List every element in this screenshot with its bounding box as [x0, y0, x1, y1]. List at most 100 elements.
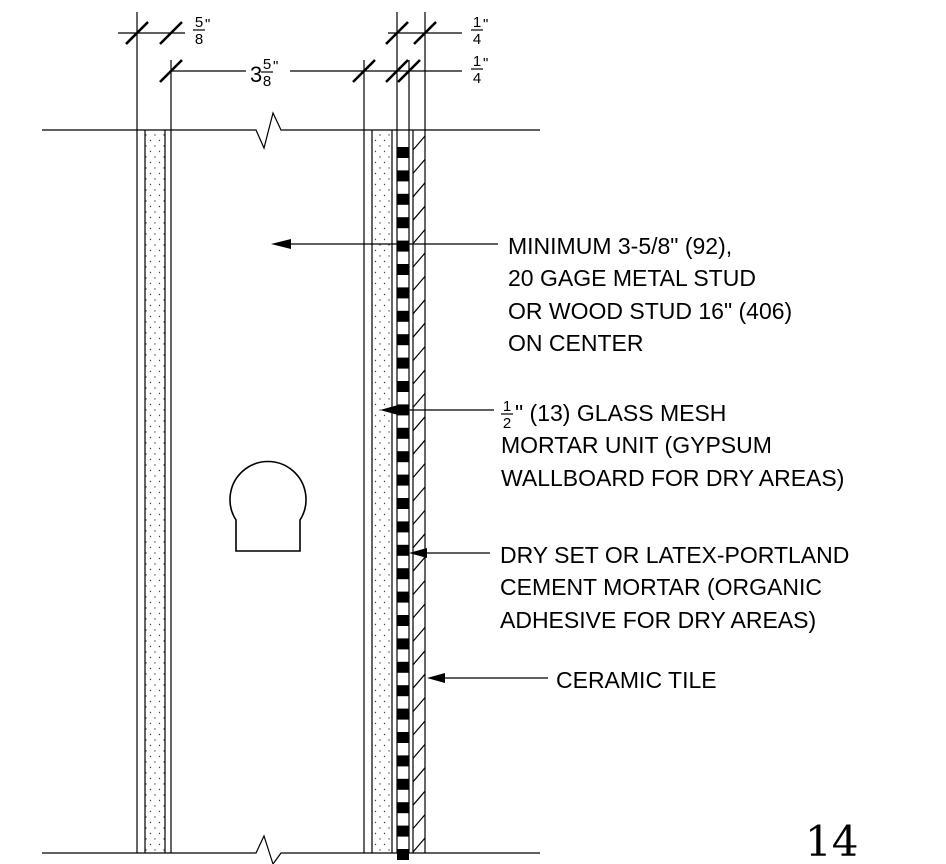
tile-hatch: [412, 182, 426, 198]
dimension-stud: 3 5 8 ": [159, 56, 378, 90]
tile-hatch: [412, 276, 426, 291]
mortar-block: [397, 591, 409, 603]
tile-hatch: [412, 486, 426, 502]
callout-mesh-line-2: MORTAR UNIT (GYPSUM: [501, 432, 772, 458]
dim-tr-lower-den: 4: [473, 70, 481, 87]
tile-hatch: [412, 463, 426, 478]
leader-mesh: [380, 405, 494, 415]
tile-hatch: [412, 369, 426, 385]
tile-hatch: [412, 673, 426, 689]
mortar-block: [397, 685, 409, 697]
mortar-block: [397, 170, 409, 182]
tile-hatch: [412, 299, 426, 315]
mortar-block: [397, 802, 409, 814]
callout-mesh-line-1: " (13) GLASS MESH: [515, 400, 726, 426]
dim-stud-unit: ": [273, 58, 278, 75]
mortar-block: [397, 755, 409, 767]
tile-hatch: [412, 650, 426, 666]
mortar-block: [397, 615, 409, 626]
tile-hatch: [412, 556, 426, 572]
tile-hatch: [412, 720, 426, 736]
tile-hatch: [412, 533, 426, 549]
callout-mortar: DRY SET OR LATEX-PORTLAND CEMENT MORTAR …: [500, 542, 849, 633]
mortar-block: [397, 240, 409, 252]
dim-tr-upper-num: 1: [473, 14, 481, 31]
mortar-block: [397, 334, 409, 346]
mortar-block: [397, 732, 409, 743]
dim-stud-num: 5: [263, 56, 271, 73]
tile-hatch: [412, 135, 426, 151]
dim-stud-den: 8: [263, 73, 271, 90]
mortar-block: [397, 544, 409, 556]
dim-top-left-unit: ": [205, 16, 210, 33]
mortar-block: [397, 310, 409, 322]
callout-stud-line-4: ON CENTER: [508, 330, 643, 356]
tile-hatch: [412, 252, 426, 268]
mortar-block: [397, 427, 409, 439]
mortar-block: [397, 474, 409, 486]
tile-hatch: [412, 790, 426, 806]
callout-mortar-line-3: ADHESIVE FOR DRY AREAS): [500, 607, 816, 633]
dim-top-left-den: 8: [195, 31, 203, 48]
mortar-block: [397, 661, 409, 673]
mortar-block: [397, 147, 409, 158]
callout-stud-line-3: OR WOOD STUD 16" (406): [508, 298, 792, 324]
dim-top-left-num: 5: [195, 14, 203, 31]
leader-stud: [271, 239, 498, 249]
left-wallboard: [136, 12, 172, 853]
tile-hatch: [412, 744, 426, 759]
tile-hatch: [412, 814, 426, 829]
tile-hatch: [412, 229, 426, 244]
mortar-block: [397, 287, 409, 299]
tile-hatch: [412, 205, 426, 221]
mortar-block: [397, 778, 409, 790]
mortar-block: [397, 521, 409, 533]
tile-hatch: [412, 697, 426, 712]
mortar-block: [397, 825, 409, 837]
dimension-top-left: 5 8 ": [118, 14, 210, 48]
callout-stud-line-2: 20 GAGE METAL STUD: [508, 265, 756, 291]
tile-hatch: [412, 393, 426, 408]
mortar-block: [397, 264, 409, 275]
mortar-block: [397, 708, 409, 720]
callout-tile-line-1: CERAMIC TILE: [556, 667, 717, 693]
leader-mortar: [409, 548, 490, 558]
mortar-block: [397, 568, 409, 580]
tile-hatch: [412, 603, 426, 619]
callout-mesh-num: 1: [503, 398, 511, 415]
bottom-break-line: [42, 834, 540, 864]
right-mortar-unit: [363, 60, 393, 853]
dimension-top-right-lower: 1 4 ": [378, 53, 488, 87]
tile-hatch: [412, 159, 426, 174]
tile-hatch: [412, 322, 426, 338]
dim-tr-lower-unit: ": [483, 55, 488, 72]
tile-hatch: [412, 510, 426, 525]
dim-tr-lower-num: 1: [473, 53, 481, 70]
mortar-bed: [396, 12, 410, 860]
mortar-block: [397, 638, 409, 650]
mortar-block: [397, 451, 409, 463]
page-number: 14: [805, 817, 858, 864]
top-break-line: [42, 111, 540, 150]
callout-mortar-line-1: DRY SET OR LATEX-PORTLAND: [500, 542, 849, 568]
mortar-block: [397, 849, 409, 860]
mortar-block: [397, 217, 409, 229]
dim-tr-upper-unit: ": [483, 16, 488, 33]
tile-hatch: [412, 767, 426, 783]
mortar-block: [397, 357, 409, 369]
mortar-block: [397, 498, 409, 509]
ceramic-tile-layer: [412, 12, 426, 853]
callout-stud: MINIMUM 3-5/8" (92), 20 GAGE METAL STUD …: [508, 233, 792, 356]
tile-hatch: [412, 580, 426, 595]
tile-hatch: [412, 416, 426, 432]
mortar-block: [397, 381, 409, 392]
callout-mesh-line-3: WALLBOARD FOR DRY AREAS): [501, 465, 844, 491]
callout-stud-line-1: MINIMUM 3-5/8" (92),: [508, 233, 732, 259]
dim-tr-upper-den: 4: [473, 31, 481, 48]
mortar-block: [397, 193, 409, 205]
dim-stud-whole: 3: [250, 62, 262, 87]
callout-tile: CERAMIC TILE: [556, 667, 717, 693]
tile-hatch: [412, 346, 426, 361]
dimension-top-right-upper: 1 4 ": [385, 14, 488, 48]
